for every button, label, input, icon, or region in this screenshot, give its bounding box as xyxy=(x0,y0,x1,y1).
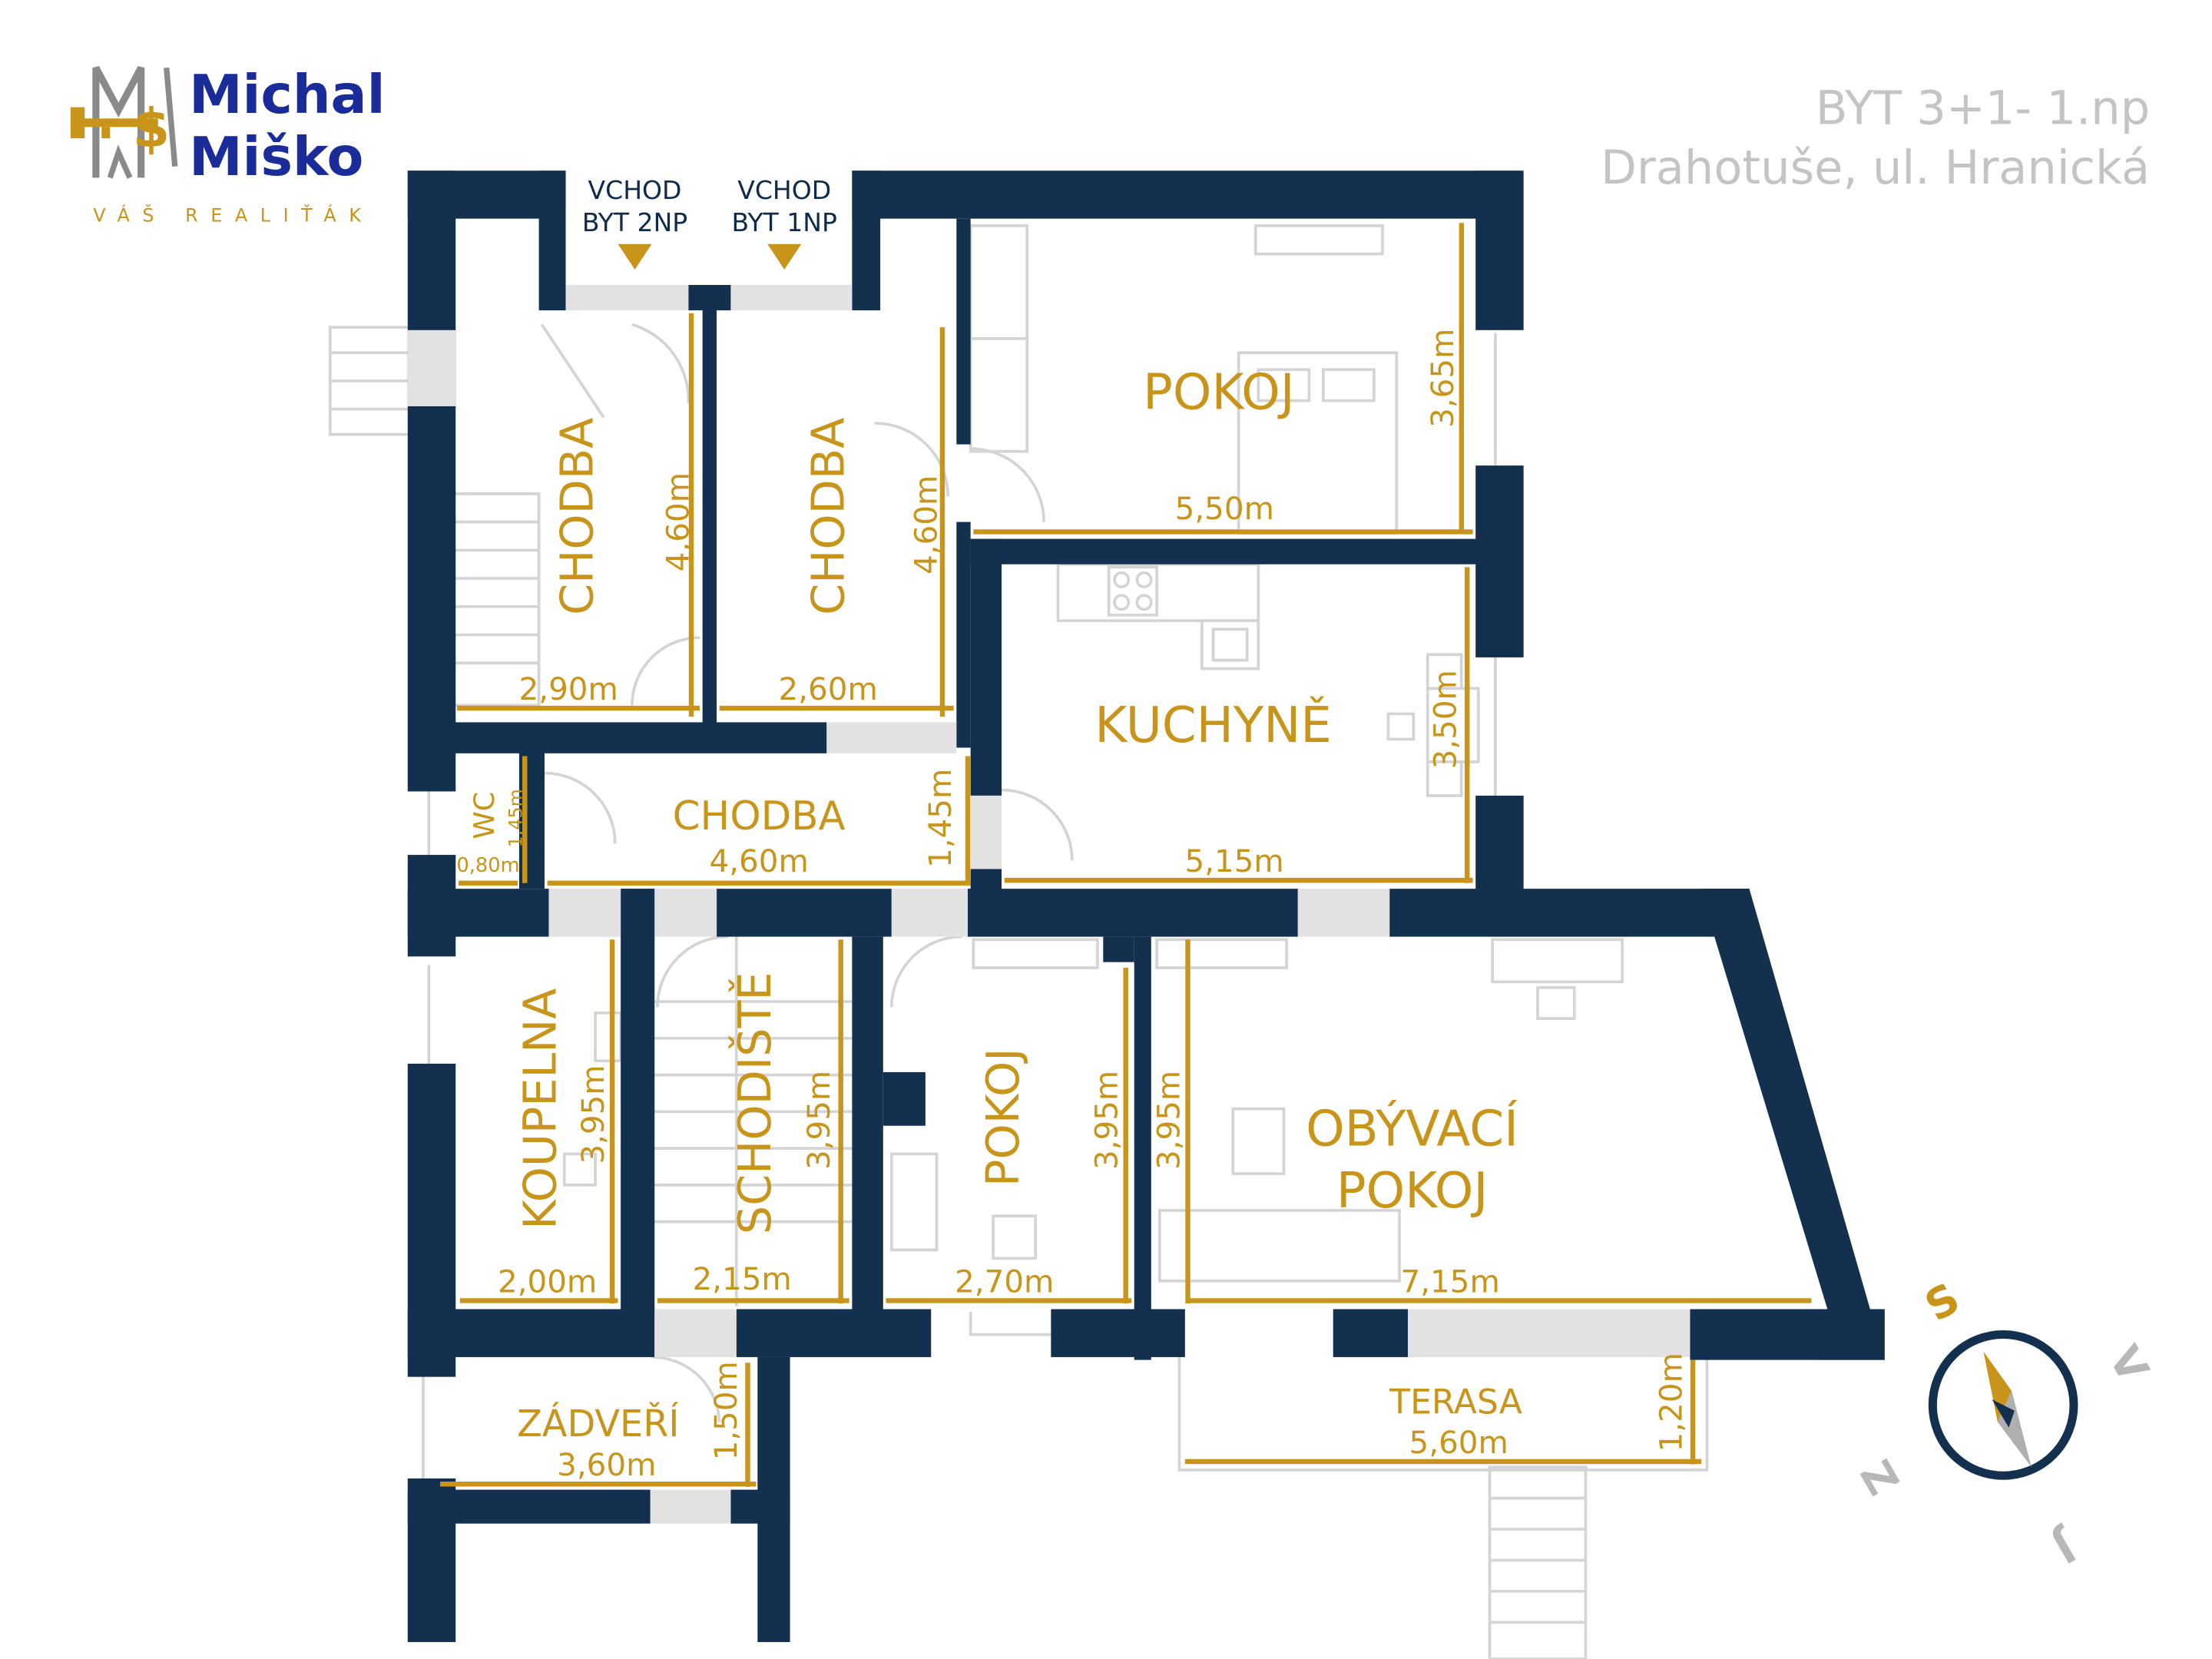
compass-icon: S V J Z xyxy=(1852,1273,2158,1573)
room-label-chodba-mid: CHODBA xyxy=(673,793,846,839)
dim-pokoj-small-width: 2,70m xyxy=(955,1263,1054,1300)
room-label-koupelna: KOUPELNA xyxy=(514,988,567,1230)
dim-wc-width: 0,80m xyxy=(456,854,519,877)
brand-tagline: VÁŠ REALIŤÁK xyxy=(93,204,373,226)
dim-pokoj-small-length: 3,95m xyxy=(1088,1071,1125,1170)
header-address: Drahotuše, ul. Hranická xyxy=(1601,141,2150,195)
dim-kuchyne-length: 3,50m xyxy=(1427,670,1464,769)
dim-chodba-right-length: 4,60m xyxy=(908,475,945,575)
svg-text:$: $ xyxy=(133,98,171,160)
compass-letter-north: S xyxy=(1917,1273,1968,1331)
dim-obyvaci-length: 3,95m xyxy=(1151,1071,1187,1170)
dim-pokoj-top-length: 3,65m xyxy=(1424,329,1461,428)
dim-chodba-left-width: 2,90m xyxy=(519,671,618,707)
entrance-1np-line2: BYT 1NP xyxy=(732,207,837,237)
room-label-pokoj-small: POKOJ xyxy=(976,1048,1029,1187)
dimension-lines xyxy=(440,223,1812,1487)
dim-obyvaci-width: 7,15m xyxy=(1401,1263,1500,1300)
entrance-1np-line1: VCHOD xyxy=(737,175,831,205)
dim-terasa-width: 5,60m xyxy=(1409,1424,1508,1461)
room-label-pokoj-top: POKOJ xyxy=(1143,364,1295,422)
windows xyxy=(407,285,1690,1524)
dim-koupelna-width: 2,00m xyxy=(498,1263,597,1300)
door-swings xyxy=(540,323,1074,1422)
dim-chodba-right-width: 2,60m xyxy=(779,671,878,707)
dim-koupelna-length: 3,95m xyxy=(575,1065,611,1164)
entrance-arrow-icon xyxy=(767,243,802,270)
dim-terasa-length: 1,20m xyxy=(1652,1353,1689,1452)
dim-chodba-mid-length: 1,45m xyxy=(922,769,959,868)
room-label-wc: WC xyxy=(468,792,501,839)
room-label-zadveri: ZÁDVEŘÍ xyxy=(517,1402,679,1445)
entrance-2np-line1: VCHOD xyxy=(588,175,682,205)
dim-pokoj-top-width: 5,50m xyxy=(1175,490,1274,527)
compass-letter-west: Z xyxy=(1852,1452,1909,1503)
dim-wc-length: 1,45m xyxy=(505,789,527,847)
dim-schodiste-width: 2,15m xyxy=(692,1260,791,1297)
brand-name-line2: Miško xyxy=(189,126,363,188)
compass-letter-south: J xyxy=(2045,1521,2086,1573)
entrance-2np: VCHOD BYT 2NP xyxy=(582,175,687,270)
dim-schodiste-length: 3,95m xyxy=(800,1071,837,1170)
room-label-kuchyne: KUCHYNĚ xyxy=(1094,696,1332,754)
entrance-2np-line2: BYT 2NP xyxy=(582,207,687,237)
brand-logo: $ Michal Miško VÁŠ REALIŤÁK xyxy=(70,64,386,226)
room-label-chodba-right: CHODBA xyxy=(801,418,854,615)
key-monogram-icon: $ xyxy=(70,66,178,179)
room-label-obyvaci-line2: POKOJ xyxy=(1336,1162,1488,1220)
room-label-chodba-left: CHODBA xyxy=(550,418,603,615)
dim-zadveri-width: 3,60m xyxy=(557,1446,656,1483)
room-label-terasa: TERASA xyxy=(1389,1382,1522,1422)
compass-letter-east: V xyxy=(2099,1337,2158,1390)
entrance-arrow-icon xyxy=(618,243,652,270)
dim-zadveri-length: 1,50m xyxy=(707,1361,744,1460)
entrance-1np: VCHOD BYT 1NP xyxy=(732,175,837,270)
room-label-obyvaci-line1: OBÝVACÍ xyxy=(1306,1099,1518,1157)
dim-kuchyne-width: 5,15m xyxy=(1185,843,1284,879)
room-label-schodiste: SCHODIŠTĚ xyxy=(728,972,781,1234)
brand-name-line1: Michal xyxy=(189,64,385,126)
dim-chodba-left-length: 4,60m xyxy=(659,472,696,571)
dim-chodba-mid-width: 4,60m xyxy=(710,843,809,879)
header-title: BYT 3+1- 1.np xyxy=(1816,82,2150,136)
